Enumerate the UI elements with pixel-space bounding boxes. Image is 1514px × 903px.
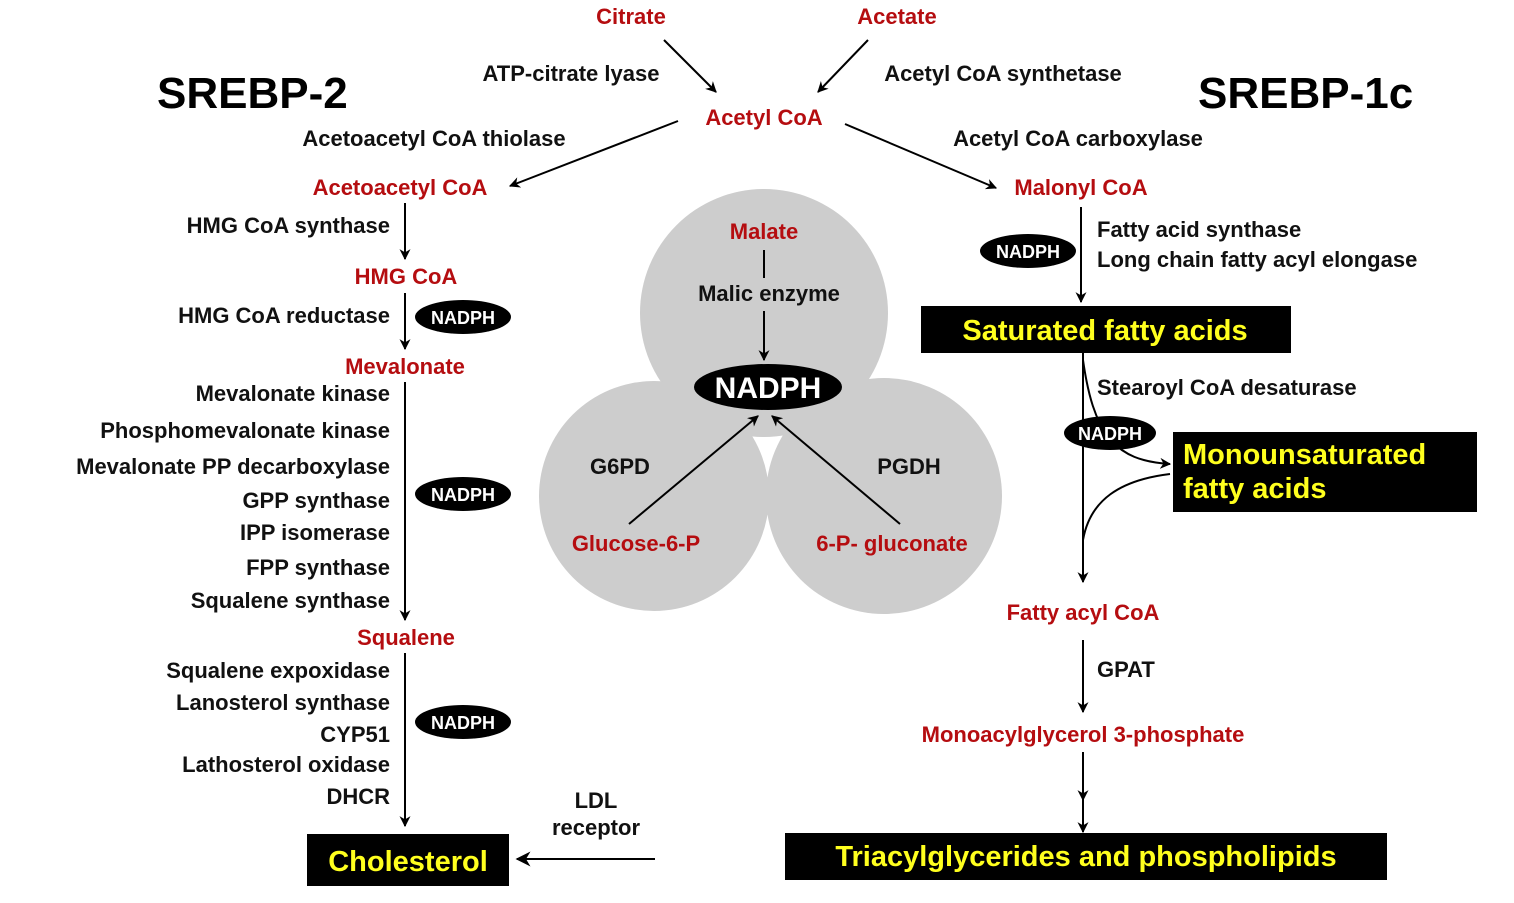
malate-label: Malate (730, 219, 798, 244)
nadph-badge: NADPH (415, 705, 511, 739)
gpat-label: GPAT (1097, 657, 1155, 682)
enzyme-item: Phosphomevalonate kinase (100, 418, 390, 443)
srebp2-title: SREBP-2 (157, 69, 348, 118)
nadph-badge: NADPH (980, 234, 1076, 268)
svg-text:NADPH: NADPH (1078, 424, 1142, 444)
g6pd-label: G6PD (590, 454, 650, 479)
svg-text:NADPH: NADPH (431, 485, 495, 505)
acetyl-coa-carboxylase-label: Acetyl CoA carboxylase (953, 126, 1203, 151)
enzyme-item: CYP51 (320, 722, 390, 747)
monounsaturated-fatty-acids-box: Monounsaturated fatty acids (1173, 432, 1477, 512)
enzyme-item: Lanosterol synthase (176, 690, 390, 715)
mag3p-label: Monoacylglycerol 3-phosphate (922, 722, 1245, 747)
citrate-label: Citrate (596, 4, 666, 29)
triacylglycerides-label: Triacylglycerides and phospholipids (835, 841, 1336, 873)
acetoacetyl-coa-label: Acetoacetyl CoA (313, 175, 488, 200)
cholesterol-label: Cholesterol (328, 846, 488, 878)
fatty-acids-label: fatty acids (1183, 473, 1326, 505)
ldl-label: LDL (575, 788, 618, 813)
citrate-arrow (663, 39, 717, 93)
g6pd-arrow (628, 415, 759, 525)
malonyl-coa-label: Malonyl CoA (1014, 175, 1147, 200)
stearoyl-coa-desaturase-label: Stearoyl CoA desaturase (1097, 375, 1357, 400)
acetoacetyl-coa-thiolase-label: Acetoacetyl CoA thiolase (302, 126, 565, 151)
gluconate-label: 6-P- gluconate (816, 531, 968, 556)
enzyme-item: FPP synthase (246, 555, 390, 580)
gluconate-circle (766, 378, 1002, 614)
enzyme-item: IPP isomerase (240, 520, 390, 545)
nadph-badge: NADPH (415, 300, 511, 334)
fatty-acid-synthase-label: Fatty acid synthase (1097, 217, 1301, 242)
acetate-arrow (817, 39, 869, 93)
srebp1c-title: SREBP-1c (1198, 69, 1413, 118)
acetyl-coa-synthetase-label: Acetyl CoA synthetase (884, 61, 1122, 86)
squalene-enzyme-list: Squalene expoxidase Lanosterol synthase … (166, 658, 390, 809)
enzyme-item: Squalene expoxidase (166, 658, 390, 683)
svg-text:NADPH: NADPH (715, 372, 822, 405)
nadph-badge: NADPH (1064, 416, 1156, 450)
triacylglycerides-box: Triacylglycerides and phospholipids (785, 833, 1387, 880)
hmg-coa-synthase-label: HMG CoA synthase (187, 213, 390, 238)
pgdh-arrow (771, 415, 901, 525)
svg-text:NADPH: NADPH (431, 713, 495, 733)
enzyme-item: GPP synthase (242, 488, 390, 513)
svg-text:NADPH: NADPH (431, 308, 495, 328)
nadph-badge: NADPH (415, 477, 511, 511)
enzyme-item: Squalene synthase (191, 588, 390, 613)
hmg-coa-label: HMG CoA (355, 264, 458, 289)
cholesterol-product-box: Cholesterol (307, 834, 509, 886)
to-malonyl-arrow (844, 123, 998, 190)
monounsaturated-label: Monounsaturated (1183, 439, 1426, 471)
acetate-label: Acetate (857, 4, 936, 29)
central-nadph: NADPH (694, 364, 842, 410)
nadph-cycle-background (539, 189, 1002, 614)
mevalonate-label: Mevalonate (345, 354, 465, 379)
enzyme-item: Mevalonate kinase (196, 381, 390, 406)
enzyme-item: DHCR (326, 784, 390, 809)
svg-text:NADPH: NADPH (996, 242, 1060, 262)
receptor-label: receptor (552, 815, 640, 840)
atp-citrate-lyase-label: ATP-citrate lyase (483, 61, 660, 86)
enzyme-item: Mevalonate PP decarboxylase (76, 454, 390, 479)
glucose-circle (539, 381, 769, 611)
squalene-label: Squalene (357, 625, 455, 650)
hmg-coa-reductase-label: HMG CoA reductase (178, 303, 390, 328)
saturated-fatty-acids-box: Saturated fatty acids (921, 306, 1291, 353)
to-acetoacetyl-arrow (508, 120, 679, 188)
elongase-label: Long chain fatty acyl elongase (1097, 247, 1417, 272)
malic-enzyme-label: Malic enzyme (698, 281, 840, 306)
mufa-return-curve (1082, 473, 1171, 541)
fatty-acyl-coa-label: Fatty acyl CoA (1007, 600, 1160, 625)
pgdh-label: PGDH (877, 454, 941, 479)
saturated-fatty-acids-label: Saturated fatty acids (962, 315, 1247, 347)
mevalonate-enzyme-list: Mevalonate kinase Phosphomevalonate kina… (76, 381, 390, 613)
acetyl-coa-label: Acetyl CoA (705, 105, 822, 130)
enzyme-item: Lathosterol oxidase (182, 752, 390, 777)
glucose-6-p-label: Glucose-6-P (572, 531, 700, 556)
